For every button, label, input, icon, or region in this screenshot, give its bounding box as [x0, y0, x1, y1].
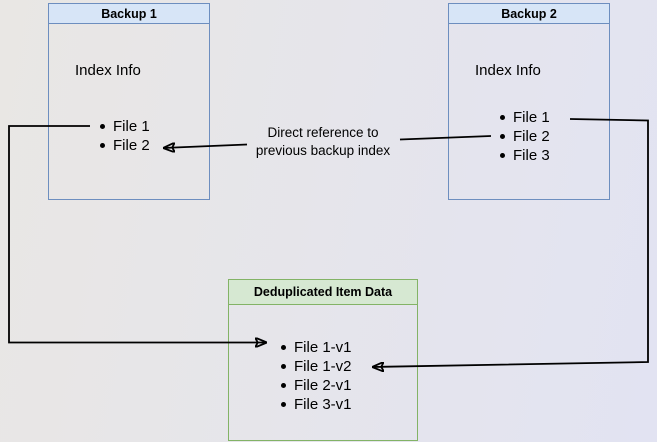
backup2-index-info-label: Index Info: [475, 62, 541, 79]
backup2-box: Backup 2: [448, 3, 610, 200]
list-item: File 2: [100, 136, 150, 155]
list-item: File 1: [100, 117, 150, 136]
list-item: File 1-v2: [281, 357, 352, 376]
backup2-title: Backup 2: [449, 4, 609, 24]
list-item: File 3: [500, 146, 550, 165]
list-item: File 2-v1: [281, 376, 352, 395]
annotation-line1: Direct reference to: [267, 125, 379, 140]
annotation-line2: previous backup index: [255, 143, 391, 158]
annotation-label: Direct reference to previous backup inde…: [233, 124, 413, 160]
backup1-title: Backup 1: [49, 4, 209, 24]
list-item: File 1-v1: [281, 338, 352, 357]
list-item: File 1: [500, 108, 550, 127]
list-item: File 3-v1: [281, 395, 352, 414]
backup1-box: Backup 1: [48, 3, 210, 200]
dedup-title: Deduplicated Item Data: [229, 280, 417, 305]
list-item: File 2: [500, 127, 550, 146]
backup1-index-info-label: Index Info: [75, 62, 141, 79]
